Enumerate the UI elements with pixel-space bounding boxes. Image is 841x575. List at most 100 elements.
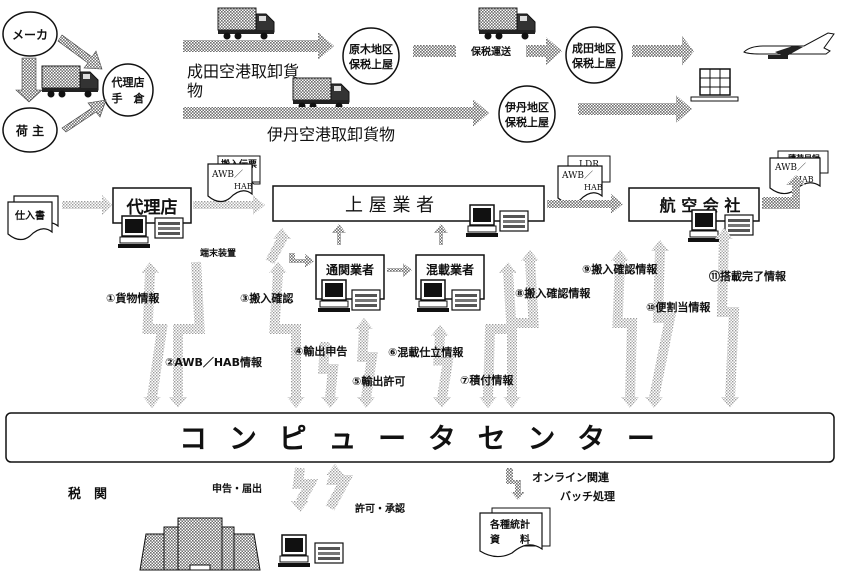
- maker-node: メーカ: [2, 11, 58, 57]
- arrowhead-up-icon: [141, 262, 159, 273]
- doc2-front-label-1: AWB／: [561, 170, 593, 181]
- truck-icon: [478, 7, 536, 40]
- communication-arrows: [141, 228, 740, 512]
- stats-doc-label-1: 各種統計: [489, 518, 530, 531]
- computer-terminal-icon: [117, 215, 151, 249]
- arrow-itami-cargo: [183, 99, 489, 127]
- printer-icon: [499, 210, 529, 232]
- arrow-airline-to-manifest: [762, 175, 806, 209]
- consolidator-label: 混載業者: [426, 262, 474, 277]
- message-label-4: ④輸出申告: [294, 344, 347, 358]
- arrowhead-down-icon: [721, 397, 739, 408]
- bolt-arrow-shaft: [357, 327, 378, 399]
- arrowhead-up-icon: [326, 464, 344, 475]
- warehouse-operator-box: 上 屋 業 者: [272, 185, 545, 222]
- airline-box-label: 航 空 会 社: [660, 196, 741, 215]
- arrow-agent-to-warehouse: [193, 195, 265, 215]
- cargo-container-icon: [690, 68, 739, 102]
- bolt-arrow-shaft: [265, 236, 287, 265]
- stats-doc-label-2: 資 料: [490, 533, 530, 546]
- customs-label: 税 関: [68, 486, 107, 502]
- arrowhead-up-icon: [431, 325, 449, 336]
- computer-terminal-icon: [687, 209, 721, 243]
- document-stack-2: LDR AWB／ HAB: [557, 155, 611, 205]
- agent-box-label: 代理店: [126, 197, 178, 218]
- shipper-label: 荷 主: [15, 123, 44, 138]
- bolt-arrow-shaft: [269, 271, 301, 398]
- arrowhead-up-icon: [611, 250, 629, 261]
- printer-icon: [314, 542, 344, 564]
- arrowhead-down-icon: [321, 397, 339, 408]
- bonded-transport-label: 保税運送: [470, 45, 512, 58]
- haraki-bonded-label-2: 保税上屋: [348, 57, 393, 71]
- arrow-consolidator-to-warehouse: [434, 224, 448, 245]
- invoice-label: 仕入書: [14, 209, 45, 222]
- arrowhead-up-icon: [521, 250, 539, 261]
- statistics-document: 各種統計 資 料: [479, 507, 551, 558]
- consolidator-box: 混載業者: [415, 254, 485, 300]
- bolt-arrow-shaft: [325, 472, 354, 511]
- arrow-shipper-to-agent: [61, 99, 107, 133]
- computer-terminal-icon: [416, 279, 450, 313]
- arrow-into-broker: [289, 253, 314, 268]
- message-label-8: ⑧搬入確認情報: [515, 286, 591, 300]
- bolt-arrow-shaft: [507, 259, 539, 398]
- message-label-9: ⑨搬入確認情報: [582, 262, 658, 276]
- computer-terminal-icon: [317, 279, 351, 313]
- printer-icon: [451, 289, 481, 311]
- agent-warehouse-node: 代理店 手 倉: [102, 63, 154, 117]
- truck-icon: [217, 7, 275, 40]
- bolt-arrow-shaft: [173, 261, 205, 398]
- customs-building-icon: [139, 517, 261, 571]
- computer-terminal-icon: [277, 534, 311, 568]
- narita-bonded-node: 成田地区 保税上屋: [565, 26, 623, 84]
- itami-bonded-label-1: 伊丹地区: [504, 100, 549, 114]
- customs-broker-label: 通関業者: [326, 262, 374, 277]
- arrow-center-to-stats: [506, 468, 525, 500]
- narita-cargo-label-1: 成田空港取卸貨: [187, 62, 299, 81]
- computer-terminal-icon: [465, 204, 499, 238]
- arrowhead-up-icon: [499, 262, 517, 273]
- document-stack-1: 搬入伝票 AWB／ HAB: [207, 155, 261, 203]
- truck-icon: [292, 77, 350, 110]
- arrow-maker-to-shipper: [15, 57, 43, 103]
- terminal-device-label: 端末装置: [200, 247, 236, 259]
- approval-label: 許可・承認: [355, 502, 405, 515]
- haraki-bonded-label-1: 原木地区: [349, 42, 393, 56]
- arrow-broker-to-consolidator: [387, 263, 412, 277]
- arrowhead-down-icon: [357, 397, 375, 408]
- message-label-11: ⑪搭載完了情報: [709, 269, 787, 283]
- message-label-7: ⑦積付情報: [460, 373, 514, 387]
- arrow-itami-to-container: [578, 95, 692, 123]
- message-label-5: ⑤輸出許可: [352, 374, 405, 388]
- bolt-arrow-shaft: [292, 467, 319, 505]
- computer-center-label: コ ン ピ ュ ー タ セ ン タ ー: [179, 422, 661, 455]
- doc1-front-label-2: HAB: [234, 182, 253, 191]
- bolt-arrow-shaft: [612, 259, 638, 399]
- arrow-to-airplane: [632, 36, 694, 66]
- arrowhead-down-icon: [645, 397, 663, 408]
- message-label-1: ①貨物情報: [106, 291, 160, 305]
- bolt-arrow-shaft: [318, 341, 339, 399]
- maker-label: メーカ: [12, 28, 48, 42]
- bolt-arrow-shaft: [142, 271, 168, 399]
- message-label-2: ②AWB／HAB情報: [165, 355, 263, 369]
- haraki-bonded-node: 原木地区 保税上屋: [342, 27, 400, 85]
- arrowhead-down-icon: [169, 397, 187, 408]
- arrowhead-down-icon: [621, 397, 639, 408]
- arrow-narita-cargo: [183, 32, 334, 60]
- declaration-label: 申告・届出: [212, 482, 262, 495]
- arrow-broker-to-warehouse: [332, 224, 346, 245]
- shipper-node: 荷 主: [2, 107, 58, 153]
- doc2-back-label: LDR: [579, 160, 599, 170]
- warehouse-operator-label: 上 屋 業 者: [345, 195, 434, 216]
- itami-bonded-node: 伊丹地区 保税上屋: [498, 85, 556, 143]
- arrowhead-up-icon: [273, 228, 291, 239]
- printer-icon: [724, 214, 754, 236]
- arrowhead-up-icon: [355, 318, 373, 329]
- arrowhead-down-icon: [287, 397, 305, 408]
- printer-icon: [351, 289, 381, 311]
- narita-bonded-label-1: 成田地区: [572, 41, 616, 55]
- message-label-3: ③搬入確認: [240, 291, 293, 305]
